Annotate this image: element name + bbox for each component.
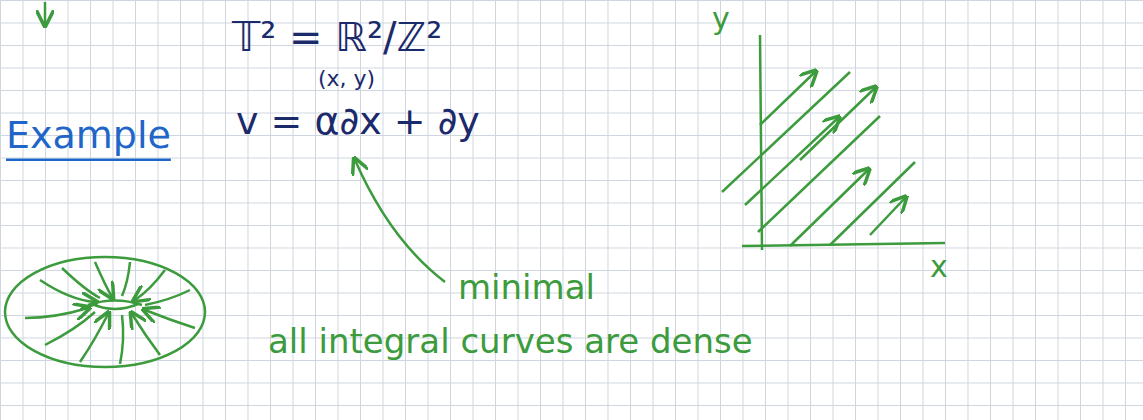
note: all integral curves are dense [268,322,753,361]
axis-label: y [712,2,730,37]
down-arrow [44,2,47,24]
axes [742,35,945,250]
coordinates: (x, y) [318,66,375,91]
underline [6,158,171,161]
axis-label: x [930,250,948,285]
leader-arrow [355,160,445,282]
formula: 𝕋² = ℝ²/ℤ² [232,14,442,60]
heading: Example [6,114,171,158]
note: minimal [458,268,595,307]
vector-field: v = α∂x + ∂y [236,100,480,144]
flow-lines [722,72,915,246]
torus [5,257,205,367]
